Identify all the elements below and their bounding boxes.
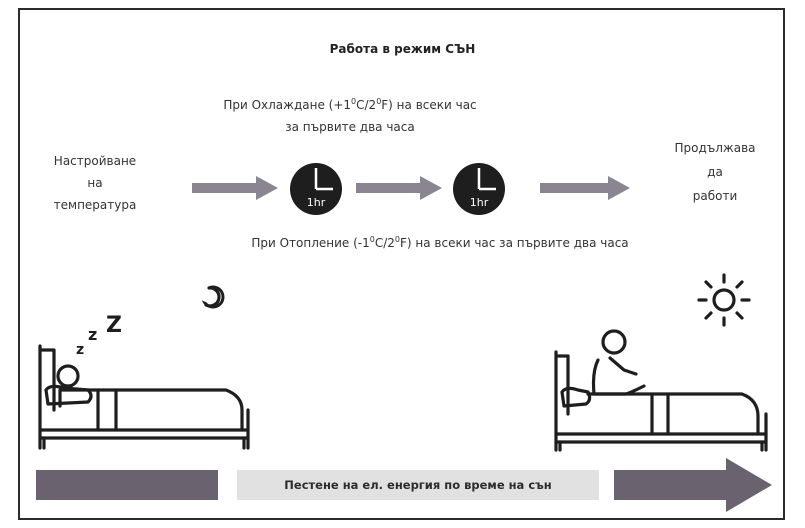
energy-bar-left <box>36 470 218 500</box>
moon-icon <box>200 285 225 309</box>
right-arrow <box>356 176 442 200</box>
sleeping-person-bed-icon: z z Z <box>38 313 250 450</box>
cooling-line-1: При Охлаждане (+10C/20F) на всеки час <box>223 97 477 113</box>
energy-saving-label: Пестене на ел. енергия по време на сън <box>237 470 599 500</box>
setting-temperature-label: Настройване на температура <box>53 154 137 212</box>
right-arrow <box>540 176 630 200</box>
sleep-z-large: Z <box>106 313 122 338</box>
right-arrow <box>192 176 278 200</box>
sleep-z-small: z <box>76 342 84 358</box>
clock-icon: 1hr <box>452 162 506 216</box>
clock-label: 1hr <box>307 196 326 209</box>
sun-icon <box>697 273 751 327</box>
waking-person-bed-icon <box>554 329 768 452</box>
sleep-z-medium: z <box>88 325 97 344</box>
heating-description: При Отопление (-10C/20F) на всеки час за… <box>251 235 629 251</box>
cooling-description: При Охлаждане (+10C/20F) на всеки час за… <box>150 94 550 138</box>
continue-working-label: Продължава да работи <box>674 141 756 203</box>
cooling-line-2: за първите два часа <box>285 120 415 134</box>
clock-label: 1hr <box>470 196 489 209</box>
clock-icon: 1hr <box>289 162 343 216</box>
energy-bar-arrow <box>614 458 772 512</box>
diagram-title: Работа в режим СЪН <box>329 42 476 56</box>
